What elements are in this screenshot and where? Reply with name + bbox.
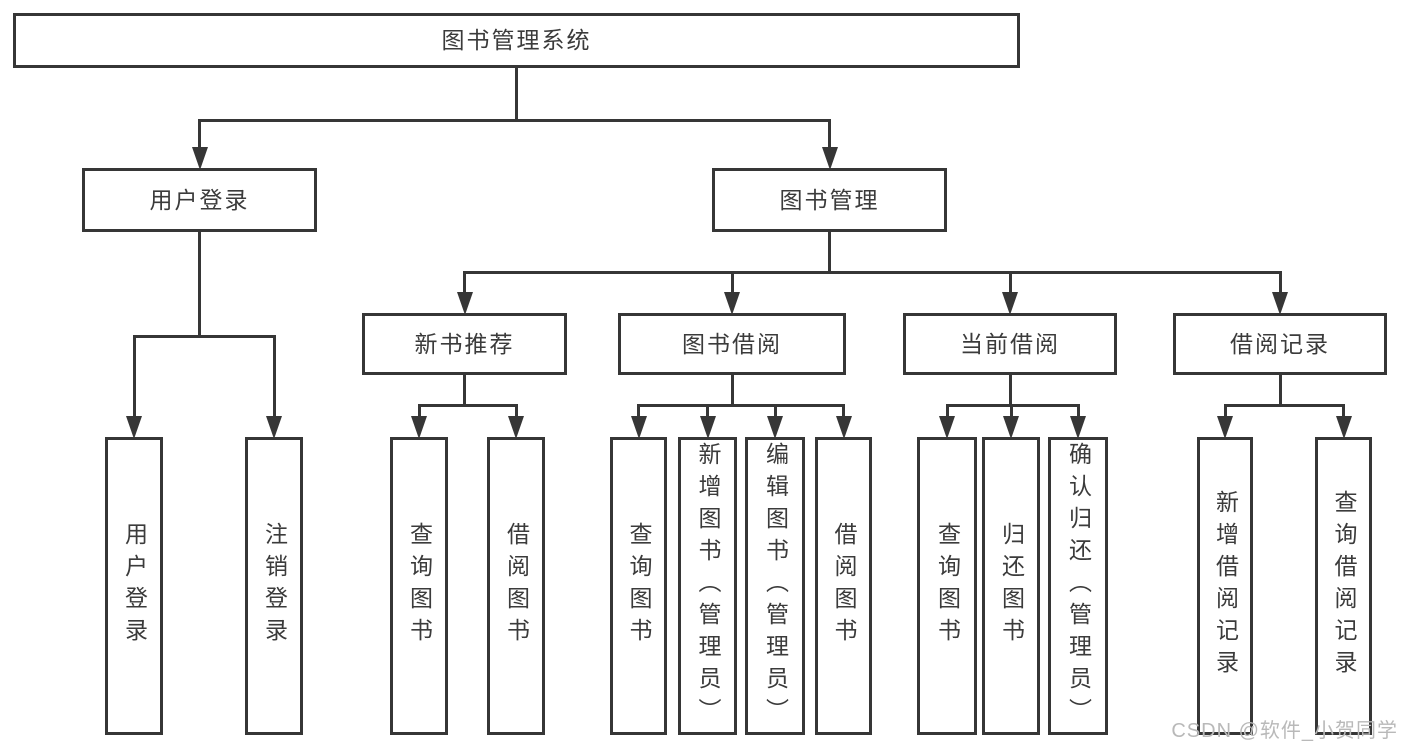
arrowhead-icon <box>630 416 647 439</box>
node-new-book-rec: 新书推荐 <box>362 313 567 375</box>
node-label: 用户登录 <box>121 522 148 650</box>
node-leaf-user-login: 用户登录 <box>105 437 163 735</box>
node-book-borrow: 图书借阅 <box>618 313 846 375</box>
arrowhead-icon <box>411 416 427 439</box>
node-leaf-add-borrow-record: 新增借阅记录 <box>1197 437 1253 735</box>
arrowhead-icon <box>191 147 208 170</box>
connector-line <box>945 403 1080 407</box>
connector-line <box>198 120 201 158</box>
node-leaf-query-book-rec: 查询图书 <box>390 437 448 735</box>
node-label: 新增图书（管理员） <box>695 442 721 730</box>
arrowhead-icon <box>939 416 955 439</box>
arrowhead-icon <box>767 416 783 439</box>
node-label: 注销登录 <box>261 522 288 650</box>
node-label: 确认归还（管理员） <box>1065 442 1092 730</box>
connector-line <box>730 375 734 405</box>
node-label: 新书推荐 <box>414 330 515 357</box>
connector-line <box>1278 272 1282 303</box>
connector-line <box>463 270 1282 274</box>
node-leaf-query-book-borrow: 查询图书 <box>610 437 667 735</box>
node-label: 图书借阅 <box>682 330 782 357</box>
connector-line <box>132 334 276 338</box>
connector-line <box>1223 403 1345 407</box>
node-label: 查询图书 <box>406 522 433 650</box>
node-leaf-borrow-book-borrow: 借阅图书 <box>815 437 872 735</box>
arrowhead-icon <box>126 416 142 439</box>
node-label: 归还图书 <box>998 522 1025 650</box>
connector-line <box>1008 272 1012 303</box>
arrowhead-icon <box>1002 292 1018 315</box>
node-label: 查询借阅记录 <box>1331 490 1357 682</box>
node-label: 借阅图书 <box>831 522 857 650</box>
connector-line <box>463 375 466 405</box>
connector-line <box>198 232 201 336</box>
node-label: 图书管理系统 <box>441 27 592 53</box>
connector-line <box>515 68 518 120</box>
connector-line <box>272 336 276 427</box>
node-leaf-edit-book: 编辑图书（管理员） <box>745 437 805 735</box>
connector-line <box>828 120 831 158</box>
connector-line <box>730 272 734 303</box>
connector-line <box>417 403 518 407</box>
connector-line <box>1278 375 1282 405</box>
node-leaf-add-book: 新增图书（管理员） <box>678 437 737 735</box>
connector-line <box>828 232 831 272</box>
node-leaf-return-book: 归还图书 <box>982 437 1040 735</box>
node-user-login: 用户登录 <box>82 168 317 232</box>
node-leaf-borrow-book-rec: 借阅图书 <box>487 437 545 735</box>
arrowhead-icon <box>1335 416 1352 439</box>
node-label: 编辑图书（管理员） <box>762 442 789 730</box>
node-label: 当前借阅 <box>960 330 1060 357</box>
node-leaf-query-borrow-record: 查询借阅记录 <box>1315 437 1372 735</box>
node-label: 查询图书 <box>626 522 652 650</box>
connector-line <box>637 403 845 407</box>
connector-line <box>132 336 136 427</box>
node-root: 图书管理系统 <box>13 13 1020 68</box>
node-leaf-confirm-return: 确认归还（管理员） <box>1048 437 1108 735</box>
arrowhead-icon <box>724 292 740 315</box>
node-label: 查询图书 <box>934 522 961 650</box>
arrowhead-icon <box>699 416 716 439</box>
node-book-mgmt: 图书管理 <box>712 168 947 232</box>
node-label: 用户登录 <box>149 186 250 213</box>
arrowhead-icon <box>835 416 852 439</box>
connector-line <box>463 272 466 303</box>
node-leaf-logout: 注销登录 <box>245 437 303 735</box>
node-leaf-query-book-current: 查询图书 <box>917 437 977 735</box>
arrowhead-icon <box>1217 416 1233 439</box>
arrowhead-icon <box>266 416 282 439</box>
connector-line <box>198 118 831 122</box>
connector-line <box>1008 375 1012 405</box>
node-label: 借阅图书 <box>503 522 530 650</box>
arrowhead-icon <box>821 147 838 170</box>
node-label: 图书管理 <box>779 186 880 213</box>
arrowhead-icon <box>1070 416 1086 439</box>
arrowhead-icon <box>1272 292 1288 315</box>
watermark: CSDN @软件_小贺同学 <box>1171 720 1398 742</box>
node-label: 借阅记录 <box>1230 330 1330 357</box>
arrowhead-icon <box>456 292 473 315</box>
arrowhead-icon <box>1003 416 1019 439</box>
node-borrow-records: 借阅记录 <box>1173 313 1387 375</box>
node-current-borrow: 当前借阅 <box>903 313 1117 375</box>
arrowhead-icon <box>508 416 524 439</box>
node-label: 新增借阅记录 <box>1212 490 1239 682</box>
